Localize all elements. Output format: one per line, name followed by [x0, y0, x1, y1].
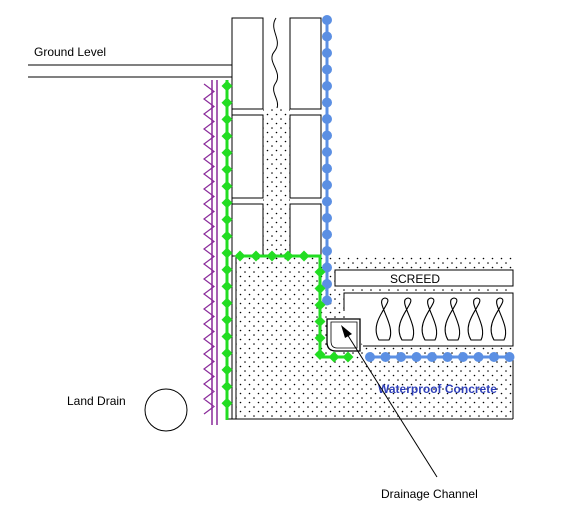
green-membrane-bead [221, 331, 233, 342]
insulation-coil [490, 297, 507, 341]
blue-membrane-bead [322, 15, 332, 25]
blue-membrane-bead [489, 352, 499, 362]
green-membrane-bead [314, 299, 326, 311]
green-membrane-bead [221, 247, 233, 259]
green-membrane-bead [221, 314, 233, 326]
blue-membrane-bead [396, 352, 406, 362]
green-membrane [221, 80, 354, 420]
blue-membrane-bead [427, 352, 437, 362]
blue-membrane-bead [322, 213, 332, 223]
insulation-coil [444, 297, 461, 341]
cavity-fill [263, 109, 290, 259]
blue-membrane-bead [380, 352, 391, 362]
blue-membrane-bead [322, 163, 332, 174]
ground-level-lines [28, 64, 233, 78]
blue-membrane-bead [322, 295, 332, 306]
green-membrane-bead [221, 264, 233, 276]
waterproof-concrete-label: Waterproof Concrete [378, 382, 497, 396]
blue-membrane-bead [322, 229, 332, 240]
blue-membrane-bead [473, 352, 484, 362]
green-membrane-bead [221, 164, 233, 175]
green-membrane-bead [221, 147, 233, 159]
green-membrane-bead [221, 397, 233, 409]
blue-membrane-bead [322, 279, 332, 289]
green-membrane-bead [221, 97, 233, 109]
green-membrane-bead [328, 351, 340, 363]
green-membrane-bead [221, 364, 233, 376]
drainage-channel-label: Drainage Channel [381, 487, 478, 501]
land-drain-label: Land Drain [67, 394, 126, 408]
green-membrane-bead [221, 381, 233, 393]
green-membrane-bead [234, 250, 246, 262]
blue-membrane-bead [322, 114, 332, 124]
blue-membrane-bead [322, 31, 332, 42]
green-membrane-bead [298, 250, 310, 262]
blue-membrane-bead [322, 196, 332, 207]
land-drain-pipe [144, 388, 188, 432]
outer-block-leaf [289, 17, 322, 257]
blue-membrane-bead [322, 130, 332, 141]
drainage-channel [326, 318, 361, 352]
insulation-coil [375, 297, 392, 341]
insulation-coils [375, 297, 507, 341]
blue-membrane [322, 15, 515, 362]
screed-label: SCREED [390, 272, 440, 286]
green-membrane-bead [221, 230, 233, 242]
green-membrane-bead [282, 250, 294, 262]
blue-membrane-bead [411, 352, 422, 362]
green-membrane-bead [314, 266, 326, 278]
blue-membrane-bead [322, 64, 332, 75]
green-membrane-bead [221, 280, 233, 292]
ground-level-label: Ground Level [34, 45, 106, 59]
drainage-channel-callout [341, 325, 438, 478]
blue-membrane-bead [322, 48, 332, 58]
blue-membrane-bead [322, 97, 332, 108]
concrete-slab-outline [228, 256, 514, 420]
green-membrane-bead [221, 297, 233, 309]
green-membrane-bead [221, 214, 233, 226]
green-membrane-bead [221, 113, 233, 125]
blue-membrane-bead [442, 352, 453, 362]
green-membrane-bead [221, 130, 233, 142]
screed-box [334, 269, 514, 287]
insulation-coil [398, 297, 415, 341]
drainage-channel-inner [330, 321, 358, 349]
insulation-coil [467, 297, 484, 341]
green-membrane-bead [342, 351, 354, 363]
blue-membrane-bead [365, 352, 375, 362]
green-membrane-bead [314, 349, 326, 360]
green-membrane-bead [221, 180, 233, 192]
insulation-coil [421, 297, 438, 341]
green-membrane-bead [221, 347, 233, 359]
blue-membrane-bead [458, 352, 468, 362]
purple-drainage-membrane [203, 80, 218, 425]
inner-block-leaf [231, 17, 264, 257]
green-membrane-bead [221, 80, 233, 92]
wall-tie-squiggle [271, 17, 279, 109]
blue-membrane-bead [322, 147, 332, 157]
green-membrane-bead [266, 250, 278, 262]
blue-membrane-bead [322, 262, 332, 273]
green-membrane-bead [314, 283, 326, 294]
blue-membrane-bead [504, 352, 515, 362]
blue-membrane-bead [322, 246, 332, 256]
green-membrane-bead [250, 250, 262, 262]
blue-membrane-bead [322, 81, 332, 91]
green-membrane-bead [314, 316, 326, 327]
green-membrane-bead [314, 332, 326, 344]
insulation-box [343, 292, 514, 347]
green-membrane-bead [221, 197, 233, 209]
blue-membrane-bead [322, 180, 332, 190]
